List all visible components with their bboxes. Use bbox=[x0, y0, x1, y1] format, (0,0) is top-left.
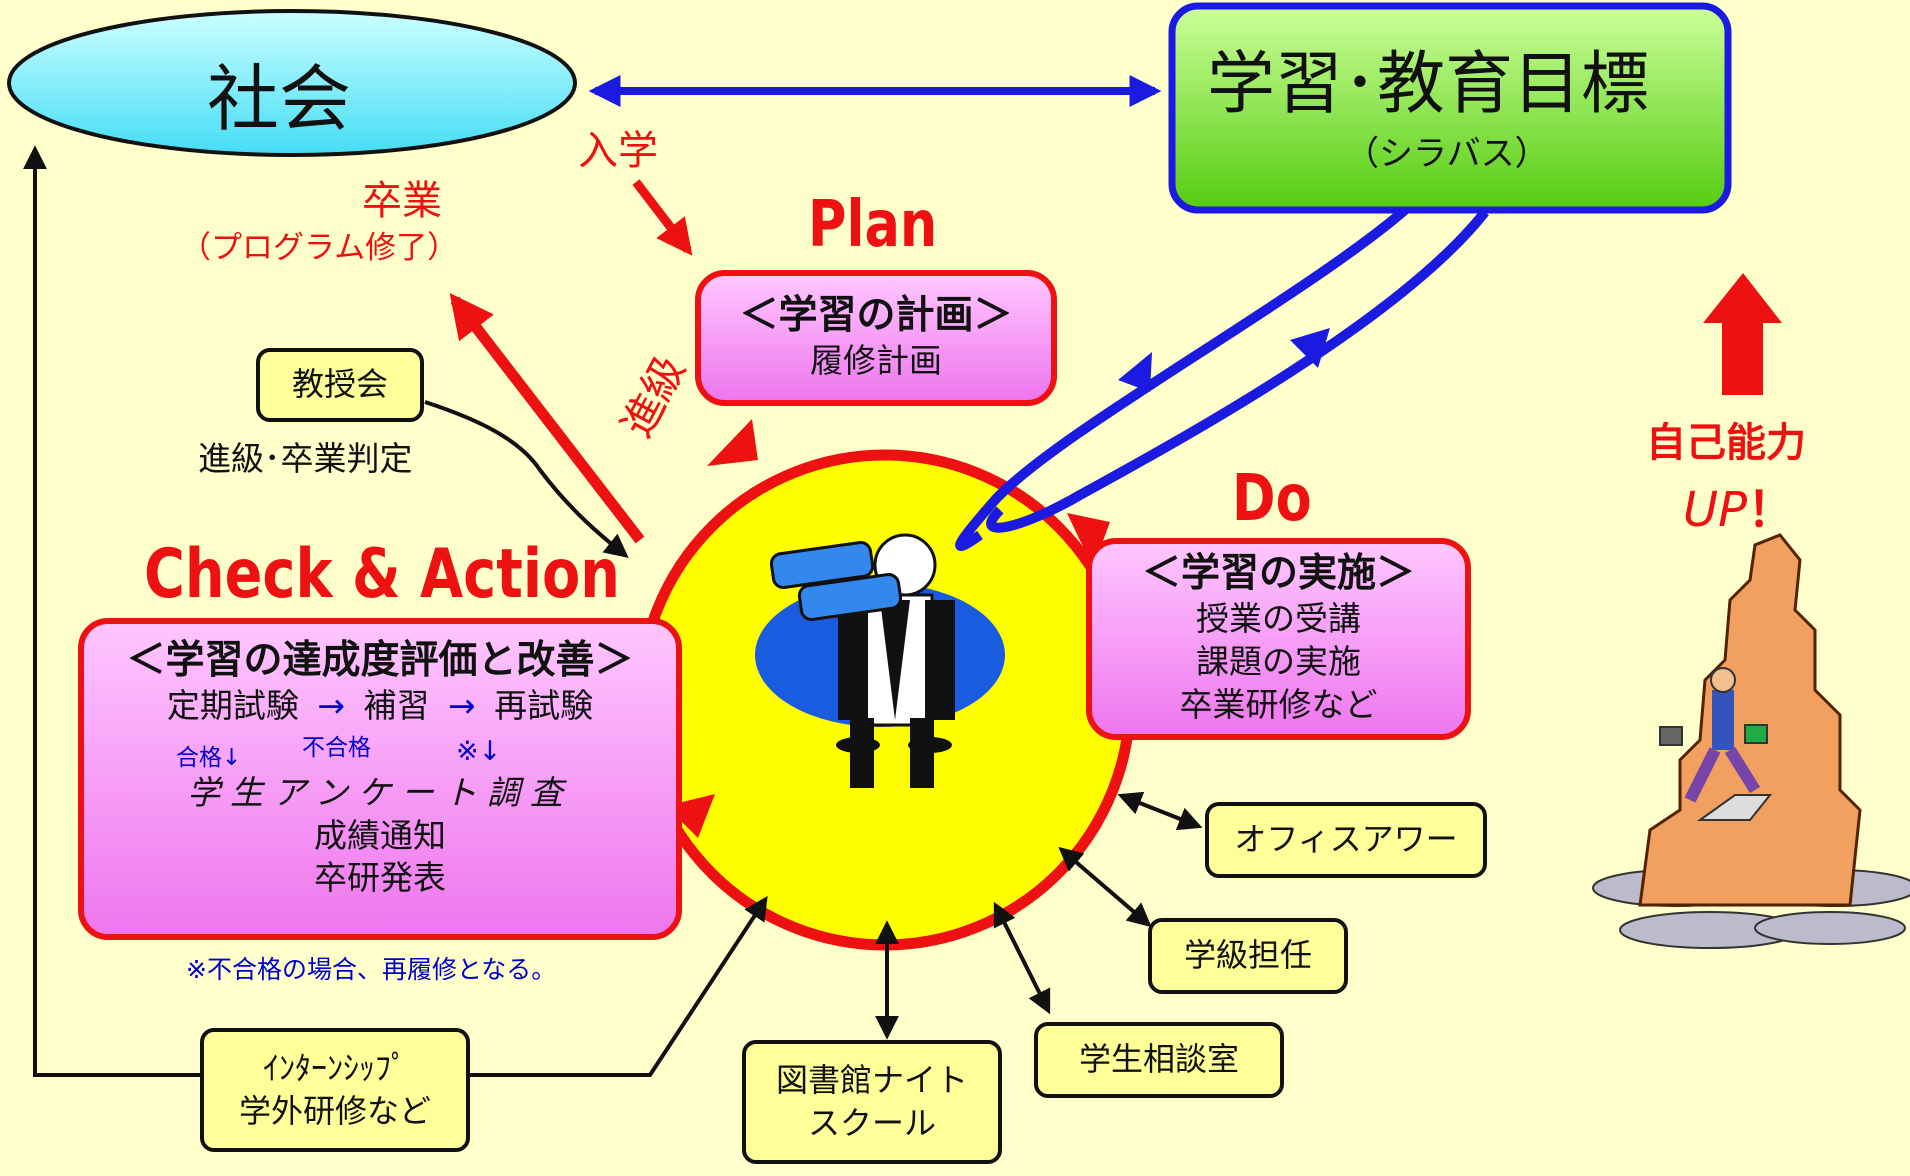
up-text: UP bbox=[1683, 482, 1748, 538]
counseling-label: 学生相談室 bbox=[1078, 1040, 1239, 1079]
office-hour-label: オフィスアワー bbox=[1234, 820, 1458, 859]
counseling-box: 学生相談室 bbox=[1034, 1022, 1284, 1098]
internship-line1: ｲﾝﾀｰﾝｼｯﾌﾟ bbox=[262, 1048, 407, 1087]
exclaim-text: ！ bbox=[1747, 482, 1796, 538]
society-ellipse bbox=[7, 9, 577, 157]
up-arrow-icon bbox=[1703, 273, 1782, 395]
exam1-text: 定期試験 bbox=[166, 685, 299, 725]
flow-arrow: → bbox=[317, 685, 345, 725]
homeroom-label: 学級担任 bbox=[1183, 936, 1312, 975]
do-line: 卒業研修など bbox=[1179, 684, 1378, 724]
binoculars-man-illustration bbox=[755, 533, 1005, 788]
retake-footnote: ※不合格の場合、再履修となる。 bbox=[186, 955, 557, 984]
internship-box: ｲﾝﾀｰﾝｼｯﾌﾟ 学外研修など bbox=[200, 1028, 470, 1152]
do-line: 授業の受講 bbox=[1196, 599, 1361, 639]
library-line1: 図書館ナイト bbox=[775, 1060, 968, 1099]
enrollment-arrow bbox=[632, 179, 693, 256]
thesis-text: 卒研発表 bbox=[314, 858, 446, 898]
do-phase-title: Do bbox=[1232, 462, 1312, 536]
survey-text: 学生アンケート調査 bbox=[187, 772, 573, 812]
note-mark: ※↓ bbox=[456, 735, 502, 767]
office-hour-box: オフィスアワー bbox=[1205, 802, 1487, 878]
homeroom-box: 学級担任 bbox=[1148, 918, 1348, 994]
internship-society-line bbox=[23, 145, 200, 1077]
goal-subtitle: （シラバス） bbox=[1345, 134, 1549, 174]
check-box: ＜学習の達成度評価と改善＞ 定期試験 → 補習 → 再試験 合格↓ 不合格 ※↓… bbox=[78, 618, 682, 940]
pass-label: 合格↓ bbox=[176, 744, 242, 771]
enrollment-label: 入学 bbox=[578, 128, 658, 174]
result-row: 合格↓ 不合格 ※↓ bbox=[84, 728, 676, 772]
internship-line2: 学外研修など bbox=[238, 1092, 431, 1130]
faculty-caption: 進級･卒業判定 bbox=[198, 439, 413, 478]
graduation-label: 卒業 bbox=[362, 178, 442, 224]
faculty-box: 教授会 bbox=[256, 348, 424, 422]
homeroom-arrow bbox=[1058, 846, 1152, 928]
do-box: ＜学習の実施＞ 授業の受講 課題の実施 卒業研修など bbox=[1086, 538, 1471, 740]
do-heading: ＜学習の実施＞ bbox=[1141, 551, 1415, 597]
climbing-man-illustration bbox=[1592, 533, 1910, 949]
do-line: 課題の実施 bbox=[1196, 641, 1361, 681]
faculty-label: 教授会 bbox=[291, 365, 388, 404]
grade-notice-text: 成績通知 bbox=[314, 815, 446, 855]
library-line2: スクール bbox=[807, 1104, 936, 1142]
cycle-arrowhead-plan bbox=[707, 419, 758, 466]
up-label: UP！ bbox=[1683, 470, 1795, 540]
counseling-arrow bbox=[993, 901, 1051, 1015]
library-box: 図書館ナイト スクール bbox=[742, 1040, 1002, 1164]
office-hour-arrow bbox=[1117, 791, 1203, 831]
plan-heading: ＜学習の計画＞ bbox=[739, 293, 1013, 339]
goal-loop-arrowhead-down bbox=[1118, 352, 1152, 392]
goal-loop-outer bbox=[955, 206, 1409, 551]
exam2-text: 補習 bbox=[363, 685, 430, 725]
goal-box bbox=[1168, 2, 1732, 214]
exam-flow: 定期試験 → 補習 → 再試験 bbox=[167, 685, 593, 728]
self-ability-label: 自己能力 bbox=[1646, 420, 1806, 466]
check-heading: ＜学習の達成度評価と改善＞ bbox=[126, 638, 634, 683]
internship-circle-line bbox=[470, 895, 768, 1077]
flow-arrow: → bbox=[448, 685, 476, 725]
faculty-circle-line bbox=[424, 400, 629, 558]
fail-label: 不合格 bbox=[302, 734, 371, 761]
goal-title: 学習･教育目標 bbox=[1207, 45, 1650, 124]
check-action-phase-title: Check & Action bbox=[144, 535, 621, 614]
plan-box: ＜学習の計画＞ 履修計画 bbox=[695, 270, 1057, 406]
graduation-arrow bbox=[449, 293, 645, 544]
society-label: 社会 bbox=[207, 57, 352, 141]
plan-phase-title: Plan bbox=[808, 188, 938, 262]
goal-loop-inner bbox=[986, 208, 1489, 533]
plan-line: 履修計画 bbox=[810, 340, 942, 380]
cycle-arrowhead-do bbox=[1067, 513, 1110, 568]
goal-loop-arrowhead-up bbox=[1290, 328, 1330, 368]
program-completion-label: （プログラム修了） bbox=[180, 230, 459, 266]
exam3-text: 再試験 bbox=[494, 685, 594, 725]
